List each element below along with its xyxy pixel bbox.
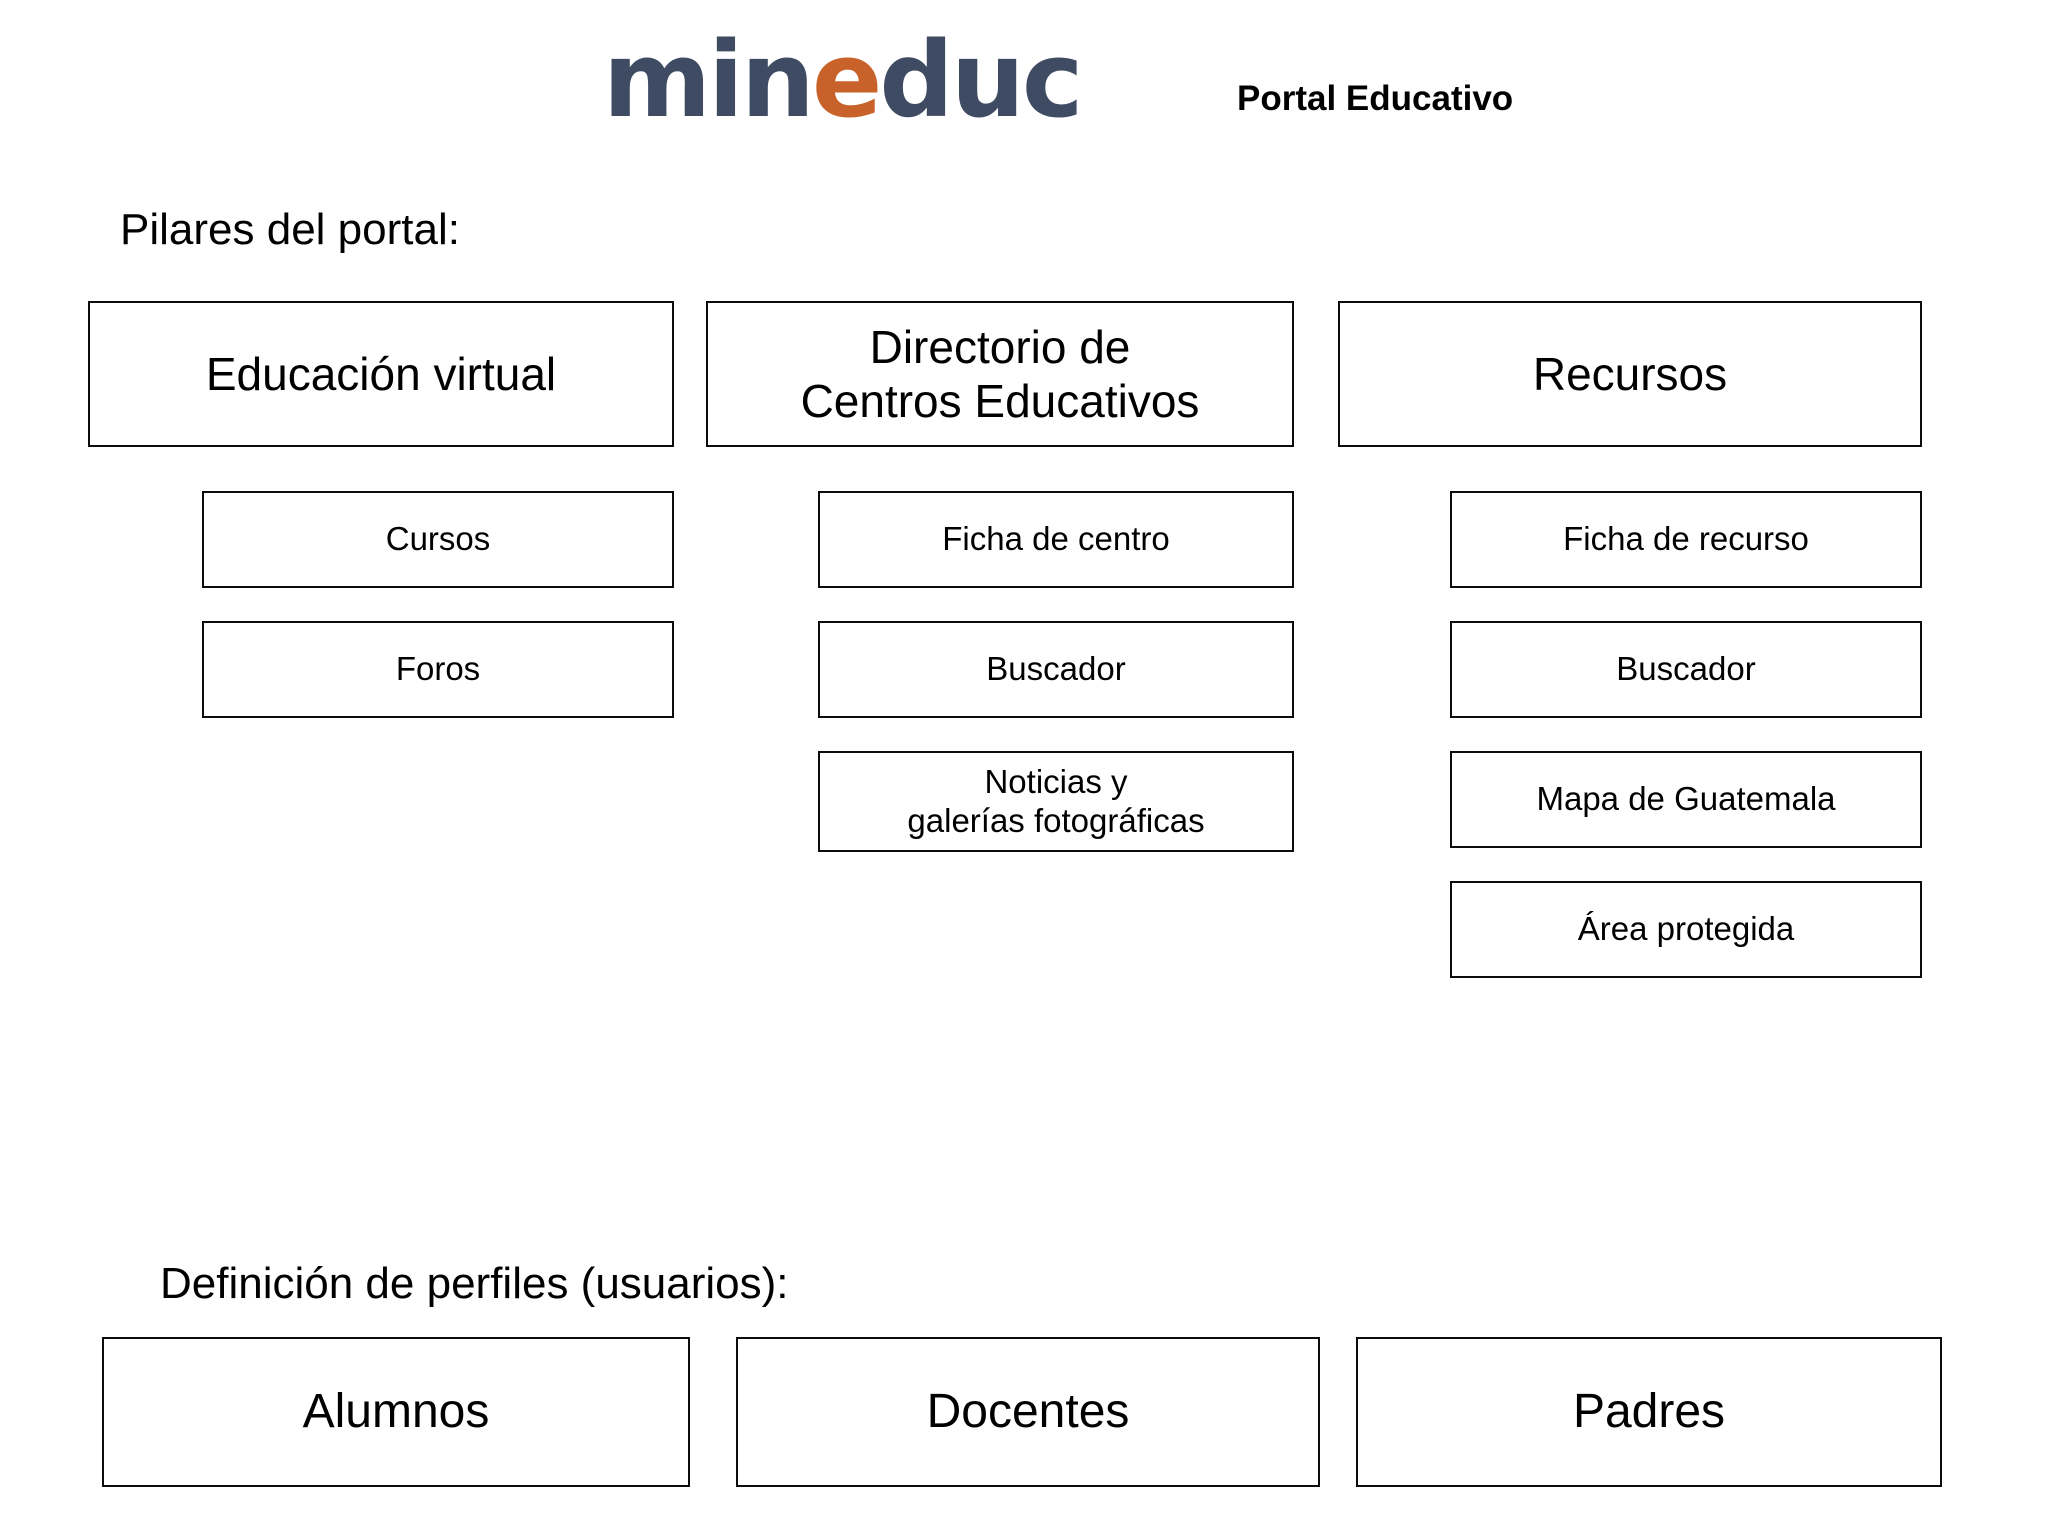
pillar-educacion-virtual[interactable]: Educación virtual <box>88 301 674 447</box>
pillar-item-cursos[interactable]: Cursos <box>202 491 674 588</box>
pillar-item-mapa-de-guatemala[interactable]: Mapa de Guatemala <box>1450 751 1922 848</box>
pillar-item-foros[interactable]: Foros <box>202 621 674 718</box>
brand-header: mineduc Portal Educativo <box>0 28 2048 132</box>
pillars-heading: Pilares del portal: <box>120 205 460 254</box>
profiles-heading: Definición de perfiles (usuarios): <box>160 1259 789 1308</box>
pillar-item-ficha-de-recurso[interactable]: Ficha de recurso <box>1450 491 1922 588</box>
logo-text-post: duc <box>879 19 1083 141</box>
pillar-directorio-centros-educativos[interactable]: Directorio de Centros Educativos <box>706 301 1294 447</box>
pillar-item-buscador-centros[interactable]: Buscador <box>818 621 1294 718</box>
pillar-item-ficha-de-centro[interactable]: Ficha de centro <box>818 491 1294 588</box>
profile-alumnos[interactable]: Alumnos <box>102 1337 690 1487</box>
logo-text-accent: e <box>811 19 883 141</box>
pillar-item-buscador-recursos[interactable]: Buscador <box>1450 621 1922 718</box>
mineduc-logo: mineduc <box>603 28 1084 132</box>
logo-text-pre: min <box>602 19 815 141</box>
pillar-recursos[interactable]: Recursos <box>1338 301 1922 447</box>
profile-docentes[interactable]: Docentes <box>736 1337 1320 1487</box>
pillar-item-area-protegida[interactable]: Área protegida <box>1450 881 1922 978</box>
pillar-item-noticias-galerias[interactable]: Noticias y galerías fotográficas <box>818 751 1294 852</box>
profile-padres[interactable]: Padres <box>1356 1337 1942 1487</box>
portal-subtitle: Portal Educativo <box>1237 79 1514 118</box>
